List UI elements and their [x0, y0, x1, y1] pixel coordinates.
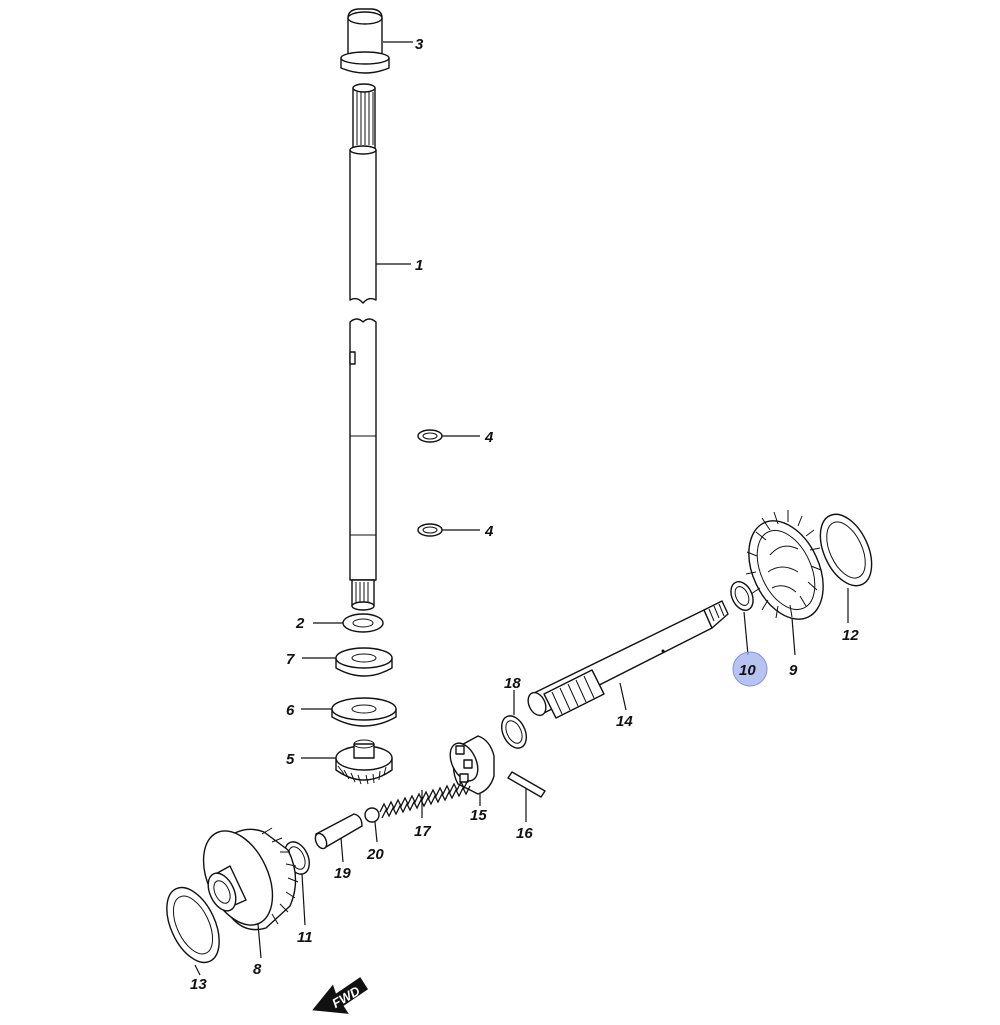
part-2-washer[interactable] [313, 613, 384, 633]
part-1-drive-shaft[interactable] [349, 83, 411, 611]
callout-5[interactable]: 5 [286, 751, 295, 768]
part-19-push-rod[interactable] [313, 813, 363, 863]
callout-4-lower[interactable]: 4 [484, 523, 494, 540]
callout-6[interactable]: 6 [286, 702, 295, 719]
callout-14[interactable]: 14 [616, 713, 633, 730]
callout-1[interactable]: 1 [415, 257, 423, 274]
part-16-pin[interactable] [507, 771, 546, 822]
part-18-ring[interactable] [497, 690, 531, 752]
callout-9[interactable]: 9 [789, 662, 798, 679]
callout-13[interactable]: 13 [190, 976, 207, 993]
part-13-shim[interactable] [156, 879, 230, 976]
fwd-direction-arrow-icon: FWD [312, 977, 369, 1014]
part-12-shim[interactable] [810, 506, 882, 623]
part-3-cap[interactable] [340, 8, 413, 74]
part-9-reverse-gear[interactable] [734, 509, 838, 656]
callout-12[interactable]: 12 [842, 627, 859, 644]
part-10-washer[interactable] [727, 578, 758, 656]
callout-11[interactable]: 11 [297, 929, 313, 946]
part-4-clip-lower[interactable] [417, 523, 480, 537]
callout-3[interactable]: 3 [415, 36, 424, 53]
part-15-clutch[interactable] [445, 735, 495, 806]
part-6-thrust-washer[interactable] [301, 697, 397, 727]
part-20-ball[interactable] [364, 807, 380, 843]
callout-15[interactable]: 15 [470, 807, 487, 824]
callout-20[interactable]: 20 [366, 846, 384, 863]
callout-8[interactable]: 8 [253, 961, 262, 978]
part-4-clip-upper[interactable] [417, 429, 480, 443]
callout-2[interactable]: 2 [295, 615, 305, 632]
part-17-spring[interactable] [379, 779, 471, 819]
part-10-highlight-marker[interactable] [732, 651, 768, 687]
callout-4-upper[interactable]: 4 [484, 429, 494, 446]
part-7-shim[interactable] [302, 647, 393, 677]
callout-18[interactable]: 18 [504, 675, 521, 692]
callout-19[interactable]: 19 [334, 865, 351, 882]
part-14-propeller-shaft[interactable] [525, 600, 729, 719]
callout-10[interactable]: 10 [739, 662, 756, 679]
callout-7[interactable]: 7 [286, 651, 295, 668]
callout-16[interactable]: 16 [516, 825, 533, 842]
part-8-forward-gear[interactable] [190, 820, 299, 959]
callout-17[interactable]: 17 [414, 823, 431, 840]
part-5-pinion-gear[interactable] [301, 739, 393, 785]
